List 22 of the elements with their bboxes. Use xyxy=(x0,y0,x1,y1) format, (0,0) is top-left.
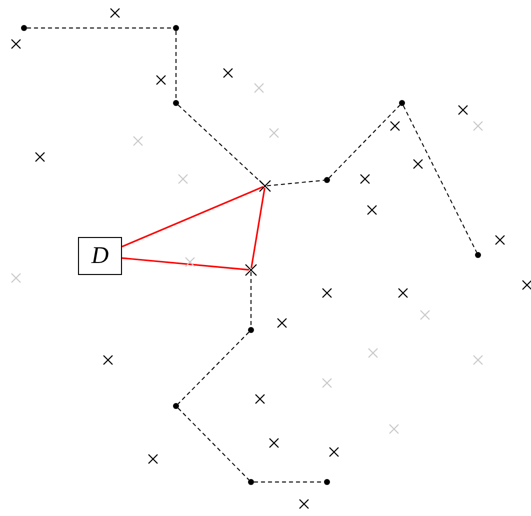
connector-line xyxy=(250,188,266,268)
point-dot xyxy=(324,479,330,485)
dashed-line xyxy=(402,105,478,253)
dashed-line xyxy=(178,408,250,480)
dashed-line xyxy=(178,332,250,404)
point-dot xyxy=(324,177,330,183)
point-dot xyxy=(173,25,179,31)
connector-line xyxy=(122,257,250,271)
point-dot xyxy=(21,25,27,31)
connector-line xyxy=(122,186,264,248)
dashed-line xyxy=(328,104,400,178)
dashed-line xyxy=(266,180,325,186)
point-dot xyxy=(399,100,405,106)
point-dot xyxy=(248,327,254,333)
cross-point xyxy=(245,264,257,276)
cross-point xyxy=(259,180,271,192)
point-dot xyxy=(475,252,481,258)
label-box: D xyxy=(78,237,122,275)
point-dot xyxy=(173,403,179,409)
dashed-line xyxy=(250,272,252,328)
point-dot xyxy=(248,479,254,485)
point-dot xyxy=(173,100,179,106)
